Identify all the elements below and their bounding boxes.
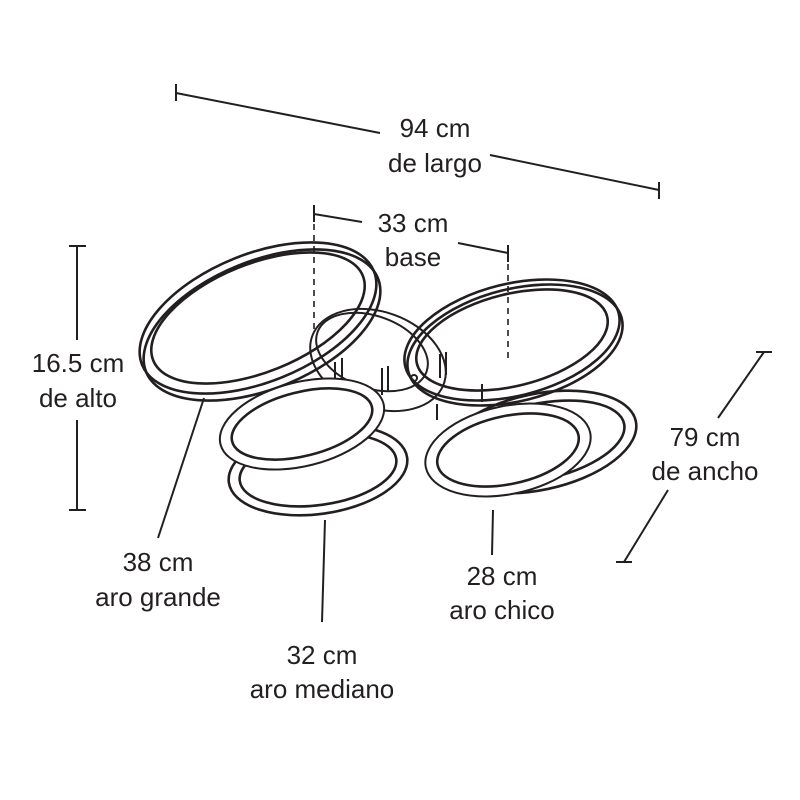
right-ring-front-outer xyxy=(424,402,592,498)
medium-ring-value: 32 cm xyxy=(287,640,358,670)
large-ring-value: 38 cm xyxy=(123,547,194,577)
height-caption: de alto xyxy=(39,383,117,413)
large-ring-inner xyxy=(149,251,367,385)
width-dim-line-top xyxy=(717,351,765,419)
large-ring-caption: aro grande xyxy=(95,582,221,612)
large-ring-callout: 38 cm aro grande xyxy=(95,397,221,612)
medium-ring-caption: aro mediano xyxy=(250,674,395,704)
width-dim-line-bottom xyxy=(623,489,669,563)
medium-ring-outer xyxy=(218,377,386,471)
base-value: 33 cm xyxy=(378,208,449,238)
medium-ring-callout: 32 cm aro mediano xyxy=(250,519,395,704)
right-ring-front-inner xyxy=(435,412,581,488)
length-caption: de largo xyxy=(388,148,482,178)
small-ring-inner xyxy=(414,288,610,392)
length-value: 94 cm xyxy=(400,113,471,143)
height-value: 16.5 cm xyxy=(32,348,125,378)
base-dim-line-right xyxy=(457,242,509,254)
large-ring-outer xyxy=(138,241,378,395)
small-ring-value: 28 cm xyxy=(467,561,538,591)
small-ring-leader xyxy=(491,509,494,556)
width-value: 79 cm xyxy=(670,422,741,452)
medium-ring-leader xyxy=(321,519,326,623)
height-dimension: 16.5 cm de alto xyxy=(32,245,125,511)
base-caption: base xyxy=(385,242,441,272)
large-ring-leader xyxy=(157,397,205,539)
small-ring-callout: 28 cm aro chico xyxy=(449,509,555,625)
medium-ring-inner xyxy=(230,387,374,461)
small-ring-caption: aro chico xyxy=(449,595,555,625)
width-caption: de ancho xyxy=(652,456,759,486)
length-dim-line-right xyxy=(489,154,660,191)
width-dimension: 79 cm de ancho xyxy=(616,351,772,563)
lamp-drawing xyxy=(138,241,638,517)
length-dimension: 94 cm de largo xyxy=(175,84,660,199)
base-dim-line-left xyxy=(313,213,363,223)
length-dim-line-left xyxy=(175,92,381,134)
base-dimension: 33 cm base xyxy=(313,205,509,362)
